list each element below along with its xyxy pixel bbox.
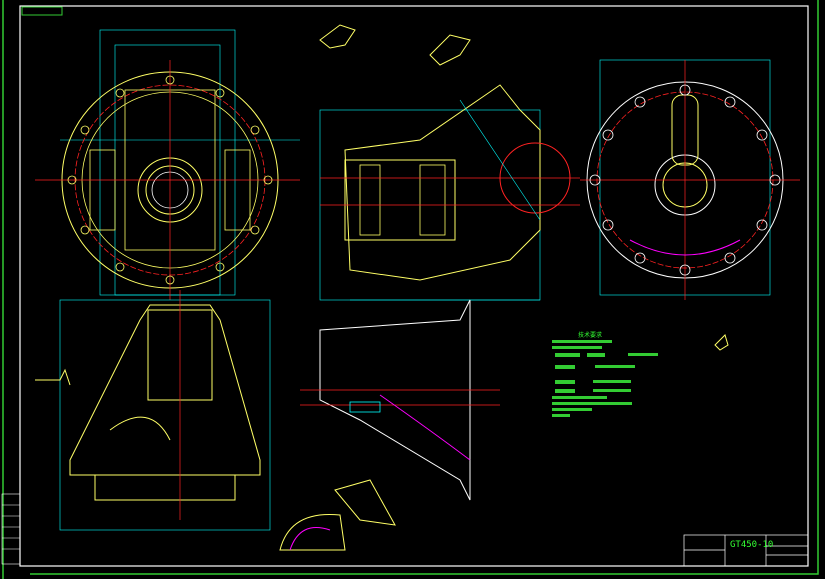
rear-view xyxy=(580,59,800,300)
drawing-number: GT450-10 xyxy=(730,540,773,550)
title-block xyxy=(683,534,809,567)
oblique-section-view xyxy=(279,299,729,551)
detail-views-top xyxy=(319,24,471,66)
vertical-section-view xyxy=(35,290,271,531)
revision-table xyxy=(1,493,21,565)
side-section-view xyxy=(319,84,580,301)
front-view xyxy=(35,29,300,300)
drawing-code-box xyxy=(21,6,63,16)
notes-heading: 技术要求 xyxy=(578,331,602,339)
technical-notes xyxy=(552,340,658,417)
